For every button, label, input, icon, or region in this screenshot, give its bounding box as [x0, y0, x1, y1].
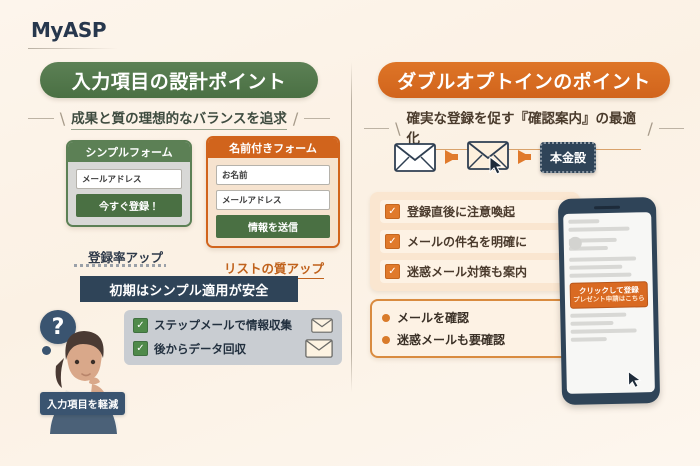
- placeholder-line: [569, 264, 623, 270]
- slash-right: /: [292, 109, 299, 128]
- placeholder-line: [569, 256, 637, 262]
- bullet-icon: [382, 335, 390, 344]
- placeholder-line: [570, 336, 607, 342]
- left-checklist-item-0[interactable]: ✓ ステップメールで情報収集: [133, 317, 333, 333]
- panel-divider: [351, 62, 352, 392]
- check-icon: ✓: [385, 234, 400, 249]
- phone-speaker: [594, 205, 621, 210]
- thought-bubble-dot: [42, 346, 51, 355]
- left-panel: 入力項目の設計ポイント \ 成果と質の理想的なバランスを追求 / シンプルフォー…: [18, 62, 342, 434]
- registration-result-badge: 本金設: [540, 141, 597, 173]
- check-icon: ✓: [133, 317, 148, 333]
- bubble-item-1: 迷惑メールも要確認: [382, 331, 558, 348]
- envelope-icon: [394, 142, 436, 172]
- named-form-submit-button[interactable]: 情報を送信: [216, 215, 330, 238]
- left-panel-title-text: 入力項目の設計ポイント: [71, 70, 287, 93]
- envelope-icon: [305, 339, 333, 358]
- right-checklist-label-1: メールの件名を明確に: [407, 235, 528, 249]
- envelope-open-icon: [467, 140, 509, 170]
- recommendation-ribbon-text: 初期はシンプル適用が安全: [109, 283, 269, 299]
- arrow-right-icon: [445, 150, 458, 164]
- form-comparison: シンプルフォーム メールアドレス 今すぐ登録！ 名前付きフォーム お名前 メール…: [18, 136, 340, 248]
- left-panel-subtitle-row: \ 成果と質の理想的なバランスを追求 /: [18, 107, 340, 130]
- named-form-email-input[interactable]: メールアドレス: [216, 190, 330, 210]
- left-checklist-label-1: 後からデータ回収: [154, 341, 246, 356]
- recommendation-ribbon: 初期はシンプル適用が安全: [80, 276, 298, 302]
- placeholder-line: [570, 312, 627, 318]
- left-panel-subtitle: 成果と質の理想的なバランスを追求: [71, 107, 287, 130]
- simple-form-header: シンプルフォーム: [68, 142, 190, 162]
- left-checklist-item-1[interactable]: ✓ 後からデータ回収: [133, 339, 333, 358]
- right-checklist-label-2: 迷惑メール対策も案内: [407, 265, 528, 279]
- named-form-benefit: リストの質アップ: [224, 258, 325, 279]
- bubble-item-0: メールを確認: [382, 309, 558, 326]
- brand-logo-text: MyASP: [31, 18, 106, 42]
- simple-form-benefit: 登録率アップ: [88, 250, 164, 265]
- simple-form-card: シンプルフォーム メールアドレス 今すぐ登録！: [66, 140, 192, 227]
- right-panel-title: ダブルオプトインのポイント: [378, 62, 670, 98]
- right-panel: ダブルオプトインのポイント \ 確実な登録を促す『確認案内』の最適化 /: [364, 62, 684, 406]
- placeholder-line: [568, 219, 600, 224]
- right-checklist: ✓ 登録直後に注意喚起 ✓ メールの件名を明確に ✓ 迷惑メール対策も案内: [370, 192, 580, 291]
- check-icon: ✓: [385, 204, 400, 219]
- subtitle-rule-left: [27, 118, 54, 119]
- cursor-icon: [489, 155, 504, 175]
- slash-left: \: [395, 119, 401, 138]
- named-form-name-input[interactable]: お名前: [216, 165, 330, 185]
- logo-underline: [28, 48, 118, 49]
- right-checklist-item-0[interactable]: ✓ 登録直後に注意喚起: [380, 200, 570, 223]
- bubble-label-1: 迷惑メールも要確認: [397, 333, 506, 347]
- speech-bubble: メールを確認 迷惑メールも要確認: [370, 299, 570, 358]
- right-checklist-item-2[interactable]: ✓ 迷惑メール対策も案内: [380, 260, 570, 283]
- placeholder-line: [570, 320, 614, 326]
- simple-form-email-input[interactable]: メールアドレス: [76, 169, 182, 189]
- phone-screen: クリックして登録 プレゼント申請はこちら: [563, 212, 655, 394]
- slash-left: \: [59, 109, 66, 128]
- left-checklist-label-0: ステップメールで情報収集: [154, 318, 292, 332]
- check-icon: ✓: [385, 264, 400, 279]
- named-form-header: 名前付きフォーム: [208, 138, 338, 158]
- placeholder-line: [569, 272, 632, 278]
- phone-mockup: クリックして登録 プレゼント申請はこちら: [557, 196, 661, 406]
- envelope-icon: [311, 317, 333, 333]
- person-illustration: [50, 331, 118, 434]
- named-form-card: 名前付きフォーム お名前 メールアドレス 情報を送信: [206, 136, 340, 248]
- simple-form-body: メールアドレス 今すぐ登録！: [68, 162, 190, 225]
- placeholder-line: [568, 226, 630, 232]
- left-panel-title: 入力項目の設計ポイント: [40, 62, 318, 98]
- right-checklist-item-1[interactable]: ✓ メールの件名を明確に: [380, 230, 570, 253]
- simple-form-submit-button[interactable]: 今すぐ登録！: [76, 194, 182, 217]
- right-panel-title-text: ダブルオプトインのポイント: [397, 70, 651, 93]
- named-form-body: お名前 メールアドレス 情報を送信: [208, 158, 338, 246]
- slash-right: /: [647, 119, 653, 138]
- question-mark-icon: ?: [51, 314, 65, 340]
- phone-cta-button[interactable]: クリックして登録 プレゼント申請はこちら: [569, 281, 649, 309]
- brand-logo: MyASP: [31, 18, 106, 42]
- cursor-icon: [627, 370, 642, 389]
- check-icon: ✓: [133, 341, 148, 356]
- person-badge: 入力項目を軽減: [40, 392, 126, 415]
- double-optin-flow: 本金設: [394, 136, 664, 178]
- right-checklist-label-0: 登録直後に注意喚起: [407, 205, 516, 219]
- bullet-icon: [382, 313, 390, 322]
- subtitle-rule-right: [304, 118, 331, 119]
- bubble-label-0: メールを確認: [397, 311, 470, 325]
- benefit-dotted-underline: [74, 264, 166, 267]
- subtitle-rule-right: [658, 128, 684, 129]
- phone-cta-line2: プレゼント申請はこちら: [573, 294, 645, 305]
- placeholder-line: [570, 327, 637, 334]
- subtitle-rule-left: [364, 128, 390, 129]
- arrow-right-icon: [518, 150, 531, 164]
- left-checklist: ✓ ステップメールで情報収集 ✓ 後からデータ回収: [124, 310, 342, 365]
